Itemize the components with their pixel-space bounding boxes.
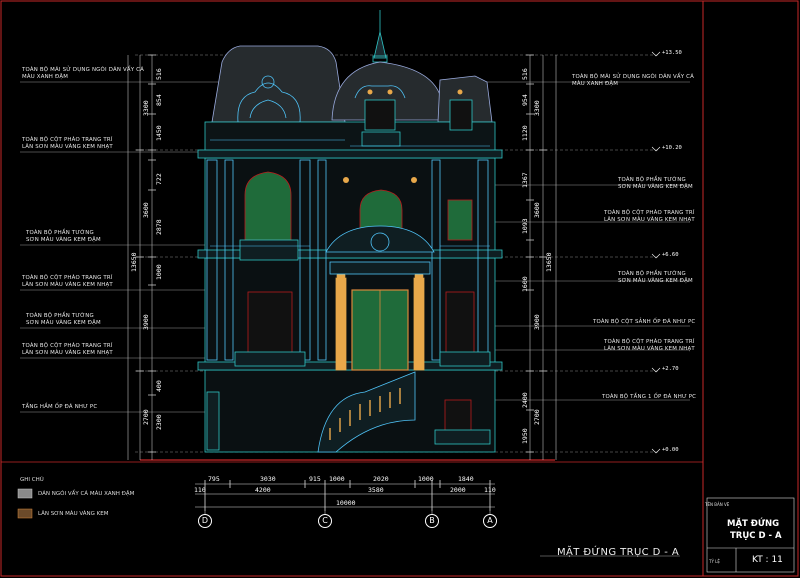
note-left-basement: TẦNG HẦM ỐP ĐÁ NHƯ PC — [22, 404, 98, 410]
dim-vertical: 2700 — [533, 409, 541, 425]
axis-marker-c: C — [318, 514, 332, 528]
dim-vertical: 400 — [155, 380, 163, 392]
dim-text: 4200 — [255, 486, 271, 494]
dim-vertical: 1450 — [155, 125, 163, 141]
dim-text: 795 — [208, 475, 220, 483]
dim-text: 3030 — [260, 475, 276, 483]
dim-vertical: 3900 — [142, 314, 150, 330]
dim-vertical: 516 — [155, 68, 163, 80]
level-markers — [651, 51, 661, 454]
dim-vertical: 722 — [155, 173, 163, 185]
dim-text: 1000 — [418, 475, 434, 483]
dim-vertical: 3600 — [533, 202, 541, 218]
legend-item-paint: LĂN SƠN MÀU VÀNG KEM — [38, 511, 109, 517]
title-block-axis: TRỤC D - A — [730, 531, 782, 541]
dim-vertical: 1600 — [521, 276, 529, 292]
level-label: +10.20 — [662, 145, 682, 151]
dim-text: 1000 — [329, 475, 345, 483]
dim-text: 915 — [309, 475, 321, 483]
axis-marker-b: B — [425, 514, 439, 528]
dim-vertical: 3600 — [142, 202, 150, 218]
dim-vertical: 1367 — [521, 172, 529, 188]
leader-lines — [20, 81, 690, 413]
drawing-title: MẶT ĐỨNG TRỤC D - A — [557, 547, 680, 558]
dim-vertical: 1950 — [521, 428, 529, 444]
dim-vertical: 2400 — [521, 392, 529, 408]
dim-vertical: 3900 — [533, 314, 541, 330]
level-label: +2.70 — [662, 366, 679, 372]
dim-vertical: 2700 — [142, 409, 150, 425]
sheet-number: KT : 11 — [752, 555, 783, 565]
dim-total: 10000 — [336, 499, 356, 507]
title-block-header: TÊN BẢN VẼ — [705, 502, 730, 507]
dim-vertical: 954 — [521, 94, 529, 106]
note-right-floor1: TOÀN BỘ TẦNG 1 ỐP ĐÁ NHƯ PC — [602, 394, 697, 400]
right-dimension-lines — [526, 54, 557, 460]
dim-text: 2020 — [373, 475, 389, 483]
legend-item-roof: DÁN NGÓI VẨY CÁ MÀU XANH ĐẬM — [38, 491, 135, 497]
legend-swatch-roof — [17, 488, 33, 499]
axis-marker-a: A — [483, 514, 497, 528]
axis-marker-d: D — [198, 514, 212, 528]
note-right-lobby-columns: TOÀN BỘ CỘT SẢNH ỐP ĐÁ NHƯ PC — [593, 319, 696, 325]
dim-vertical: 2300 — [155, 414, 163, 430]
dim-vertical: 1120 — [521, 125, 529, 141]
dim-vertical: 13650 — [130, 252, 138, 272]
dim-vertical: 3300 — [142, 100, 150, 116]
title-block-name: MẶT ĐỨNG — [727, 519, 780, 529]
dim-vertical: 2878 — [155, 219, 163, 235]
dim-vertical: 516 — [521, 68, 529, 80]
horizontal-dimension-lines — [195, 480, 495, 514]
title-block-frame — [706, 497, 795, 573]
left-dimension-lines — [127, 54, 156, 460]
level-label: +13.50 — [662, 50, 682, 56]
legend-title: GHI CHÚ — [20, 477, 44, 483]
level-label: +0.00 — [662, 447, 679, 453]
dim-vertical: 1000 — [155, 264, 163, 280]
dim-vertical: 13650 — [545, 252, 553, 272]
dim-text: 3580 — [368, 486, 384, 494]
dim-vertical: 3300 — [533, 100, 541, 116]
dim-text: 1840 — [458, 475, 474, 483]
building-elevation — [197, 10, 503, 453]
title-block-scale: TỶ LỆ — [709, 559, 720, 564]
dim-vertical: 854 — [155, 94, 163, 106]
level-label: +6.60 — [662, 252, 679, 258]
dim-vertical: 1093 — [521, 218, 529, 234]
dim-text: 110 — [194, 486, 206, 494]
legend-swatch-paint — [17, 508, 33, 519]
dim-text: 110 — [484, 486, 496, 494]
dim-text: 2000 — [450, 486, 466, 494]
